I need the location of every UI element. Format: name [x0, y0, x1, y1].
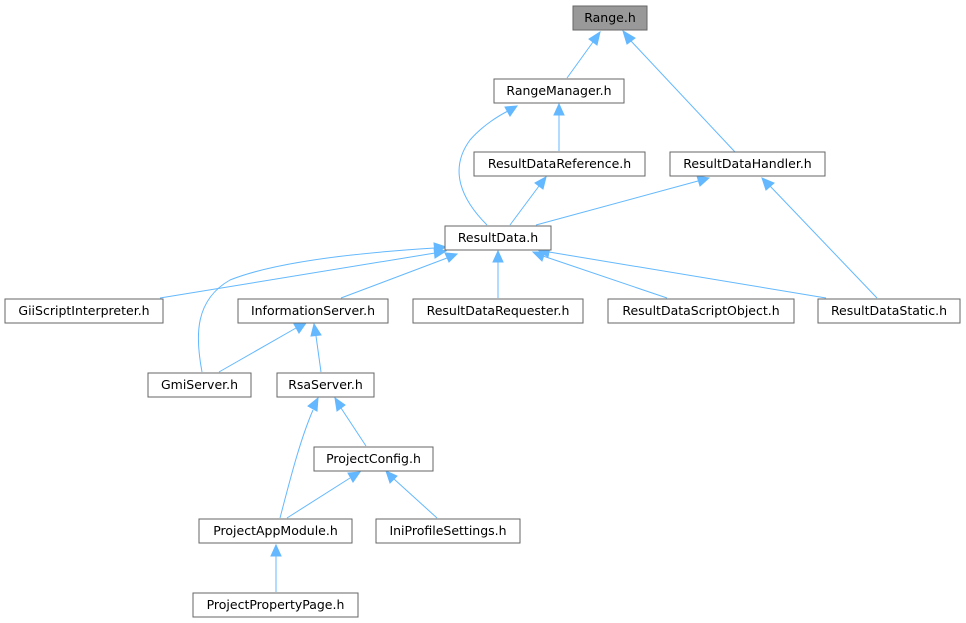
- edge-resultdatarequester-to-resultdata: [492, 249, 504, 298]
- edge-rangemanager-to-range: [566, 30, 601, 79]
- node-label: ProjectAppModule.h: [213, 523, 338, 538]
- edge-resultdatahandler-to-range: [622, 29, 736, 153]
- node-label: Range.h: [584, 10, 636, 25]
- node-project-property-page[interactable]: ProjectPropertyPage.h: [192, 592, 359, 618]
- edge-resultdata-to-resultdatareference: [509, 176, 547, 226]
- edge-resultdatascriptobject-to-resultdata: [531, 251, 668, 299]
- node-label: ResultDataRequester.h: [427, 303, 570, 318]
- node-label: InformationServer.h: [251, 303, 375, 318]
- edge-projectpropertypage-to-projectappmodule: [270, 543, 282, 592]
- edge-resultdatastatic-to-resultdata: [536, 246, 827, 299]
- node-result-data-requester[interactable]: ResultDataRequester.h: [412, 298, 584, 324]
- node-label: ProjectPropertyPage.h: [207, 597, 345, 612]
- edge-giiscriptinterpreter-to-resultdata: [159, 247, 448, 299]
- node-label: RsaServer.h: [288, 377, 363, 392]
- node-label: ResultDataHandler.h: [683, 156, 811, 171]
- edge-projectappmodule-to-projectconfig: [286, 471, 362, 519]
- edge-projectconfig-to-rsaserver: [334, 396, 367, 447]
- node-range[interactable]: Range.h: [572, 5, 648, 31]
- node-result-data-handler[interactable]: ResultDataHandler.h: [669, 151, 826, 177]
- edge-resultdata-to-resultdatahandler: [535, 175, 711, 226]
- node-information-server[interactable]: InformationServer.h: [237, 298, 389, 324]
- node-result-data-static[interactable]: ResultDataStatic.h: [817, 298, 961, 324]
- node-label: ResultDataScriptObject.h: [622, 303, 779, 318]
- node-label: GmiServer.h: [161, 377, 238, 392]
- node-gmi-server[interactable]: GmiServer.h: [147, 372, 252, 398]
- edge-informationserver-to-resultdata: [340, 252, 459, 299]
- node-range-manager[interactable]: RangeManager.h: [493, 78, 625, 104]
- edge-projectappmodule-to-rsaserver: [279, 396, 319, 519]
- node-label: ProjectConfig.h: [326, 451, 421, 466]
- node-label: ResultData.h: [458, 230, 538, 245]
- node-result-data[interactable]: ResultData.h: [444, 225, 552, 251]
- edge-rsaserver-to-informationserver: [310, 322, 322, 373]
- node-rsa-server[interactable]: RsaServer.h: [276, 372, 375, 398]
- edge-resultdata-to-rangemanager: [458, 105, 519, 226]
- edge-iniprofilesettings-to-projectconfig: [385, 470, 438, 519]
- nodes: Range.h RangeManager.h ResultDataReferen…: [4, 5, 961, 618]
- node-project-config[interactable]: ProjectConfig.h: [313, 446, 434, 472]
- node-gii-script-interpreter[interactable]: GiiScriptInterpreter.h: [4, 298, 164, 324]
- node-ini-profile-settings[interactable]: IniProfileSettings.h: [375, 518, 521, 544]
- edge-gmiserver-to-informationserver: [218, 322, 308, 373]
- edge-resultdatareference-to-rangemanager: [553, 102, 565, 151]
- node-label: ResultDataStatic.h: [831, 303, 947, 318]
- node-label: ResultDataReference.h: [488, 156, 631, 171]
- node-label: GiiScriptInterpreter.h: [18, 303, 149, 318]
- edge-gmiserver-to-resultdata: [197, 242, 448, 373]
- node-result-data-script-object[interactable]: ResultDataScriptObject.h: [607, 298, 795, 324]
- node-label: IniProfileSettings.h: [389, 523, 506, 538]
- edge-resultdatastatic-to-resultdatahandler: [761, 177, 878, 299]
- node-result-data-reference[interactable]: ResultDataReference.h: [473, 151, 646, 177]
- node-label: RangeManager.h: [506, 83, 611, 98]
- node-project-app-module[interactable]: ProjectAppModule.h: [198, 518, 353, 544]
